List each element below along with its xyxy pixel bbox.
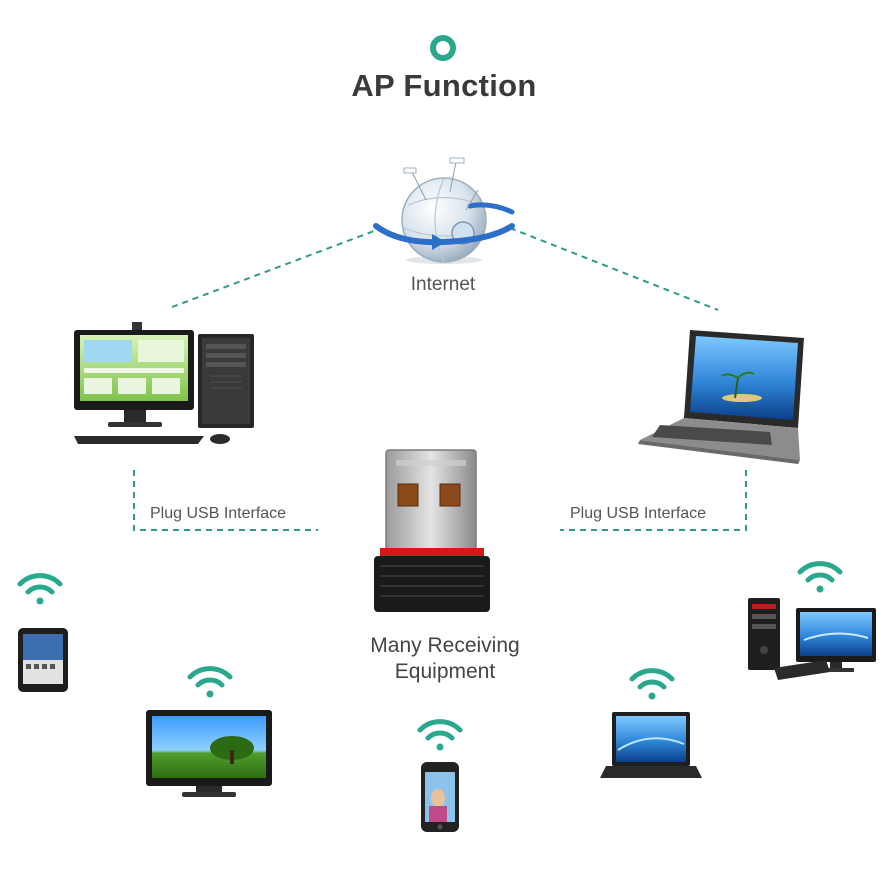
- connector-desktop-dongle: [133, 470, 318, 531]
- tv-icon: [146, 710, 272, 797]
- desktop-computer-icon: [74, 322, 254, 444]
- connector-laptop-dongle: [560, 470, 747, 531]
- smartphone-icon: [421, 762, 459, 832]
- receiving-label-line1: Many Receiving: [370, 634, 520, 657]
- tablet-icon: [18, 628, 68, 692]
- globe-icon: [373, 157, 515, 264]
- wifi-icon: [417, 719, 463, 751]
- laptop-icon: [638, 330, 804, 464]
- wifi-icon: [17, 573, 63, 605]
- receiving-equipment-label: Many Receiving Equipment: [330, 633, 560, 685]
- plug-usb-label-left: Plug USB Interface: [150, 505, 287, 522]
- diagram-title: AP Function: [351, 68, 537, 103]
- wifi-icon: [797, 561, 843, 593]
- desktop-tower-icon: [748, 598, 876, 680]
- title-bullet-icon: [430, 35, 456, 61]
- wifi-icon: [187, 666, 233, 698]
- plug-usb-label-right: Plug USB Interface: [570, 505, 707, 522]
- mini-laptop-icon: [600, 712, 702, 778]
- wifi-icon: [629, 668, 675, 700]
- connector-internet-laptop: [509, 227, 719, 311]
- receiving-label-line2: Equipment: [394, 660, 496, 683]
- internet-label: Internet: [410, 274, 476, 295]
- connector-internet-desktop: [171, 227, 383, 308]
- connector-lines: [133, 227, 747, 531]
- usb-dongle-icon: [374, 449, 490, 612]
